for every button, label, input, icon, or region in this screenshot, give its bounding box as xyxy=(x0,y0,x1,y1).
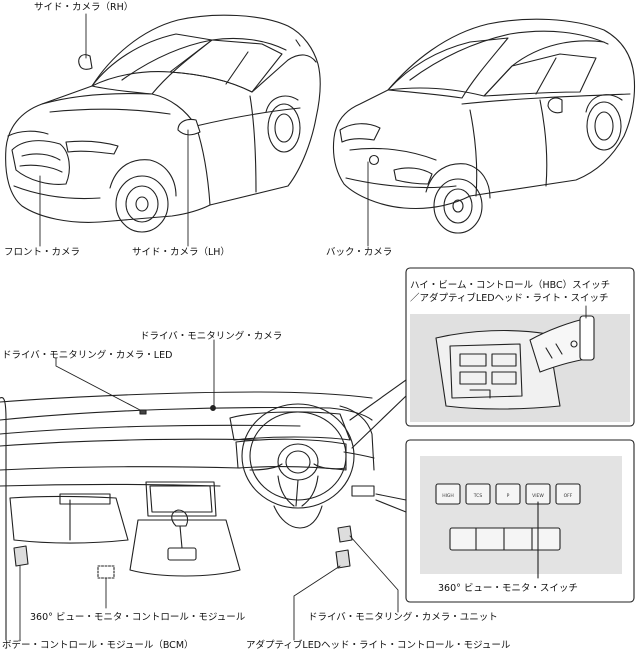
label-body-control-module: ボデー・コントロール・モジュール（BCM） xyxy=(2,640,194,651)
label-hbc-switch-line2: ／アダプティブLEDヘッド・ライト・スイッチ xyxy=(410,293,609,304)
switch-button-p: P xyxy=(507,493,510,499)
label-side-camera-lh: サイド・カメラ（LH） xyxy=(132,247,230,258)
switch-button-off: OFF xyxy=(564,493,573,499)
label-front-camera: フロント・カメラ xyxy=(4,247,81,258)
label-adaptive-led-control-module: アダプティブLEDヘッド・ライト・コントロール・モジュール xyxy=(246,640,511,651)
switch-button-labels: HIGH TCS P VIEW OFF xyxy=(442,493,573,499)
label-view-monitor-switch: 360° ビュー・モニタ・スイッチ xyxy=(438,583,578,594)
inset-switch-panel xyxy=(375,439,635,603)
switch-button-tcs: TCS xyxy=(473,493,483,499)
label-view-monitor-control-module: 360° ビュー・モニタ・コントロール・モジュール xyxy=(30,612,246,623)
inset-hbc-switch xyxy=(349,267,635,449)
label-driver-monitoring-camera-unit: ドライバ・モニタリング・カメラ・ユニット xyxy=(308,612,498,623)
switch-button-view: VIEW xyxy=(532,493,544,499)
label-side-camera-rh: サイド・カメラ（RH） xyxy=(34,2,134,13)
label-driver-monitoring-camera-led: ドライバ・モニタリング・カメラ・LED xyxy=(2,350,173,361)
car-rear-view xyxy=(332,18,636,234)
dashboard-interior xyxy=(0,391,375,641)
label-hbc-switch-line1: ハイ・ビーム・コントロール（HBC）スイッチ xyxy=(410,280,611,291)
label-back-camera: バック・カメラ xyxy=(326,247,393,258)
switch-button-high: HIGH xyxy=(442,493,454,499)
leader-lines xyxy=(19,13,587,641)
label-driver-monitoring-camera: ドライバ・モニタリング・カメラ xyxy=(140,331,283,342)
car-front-view xyxy=(5,14,321,233)
